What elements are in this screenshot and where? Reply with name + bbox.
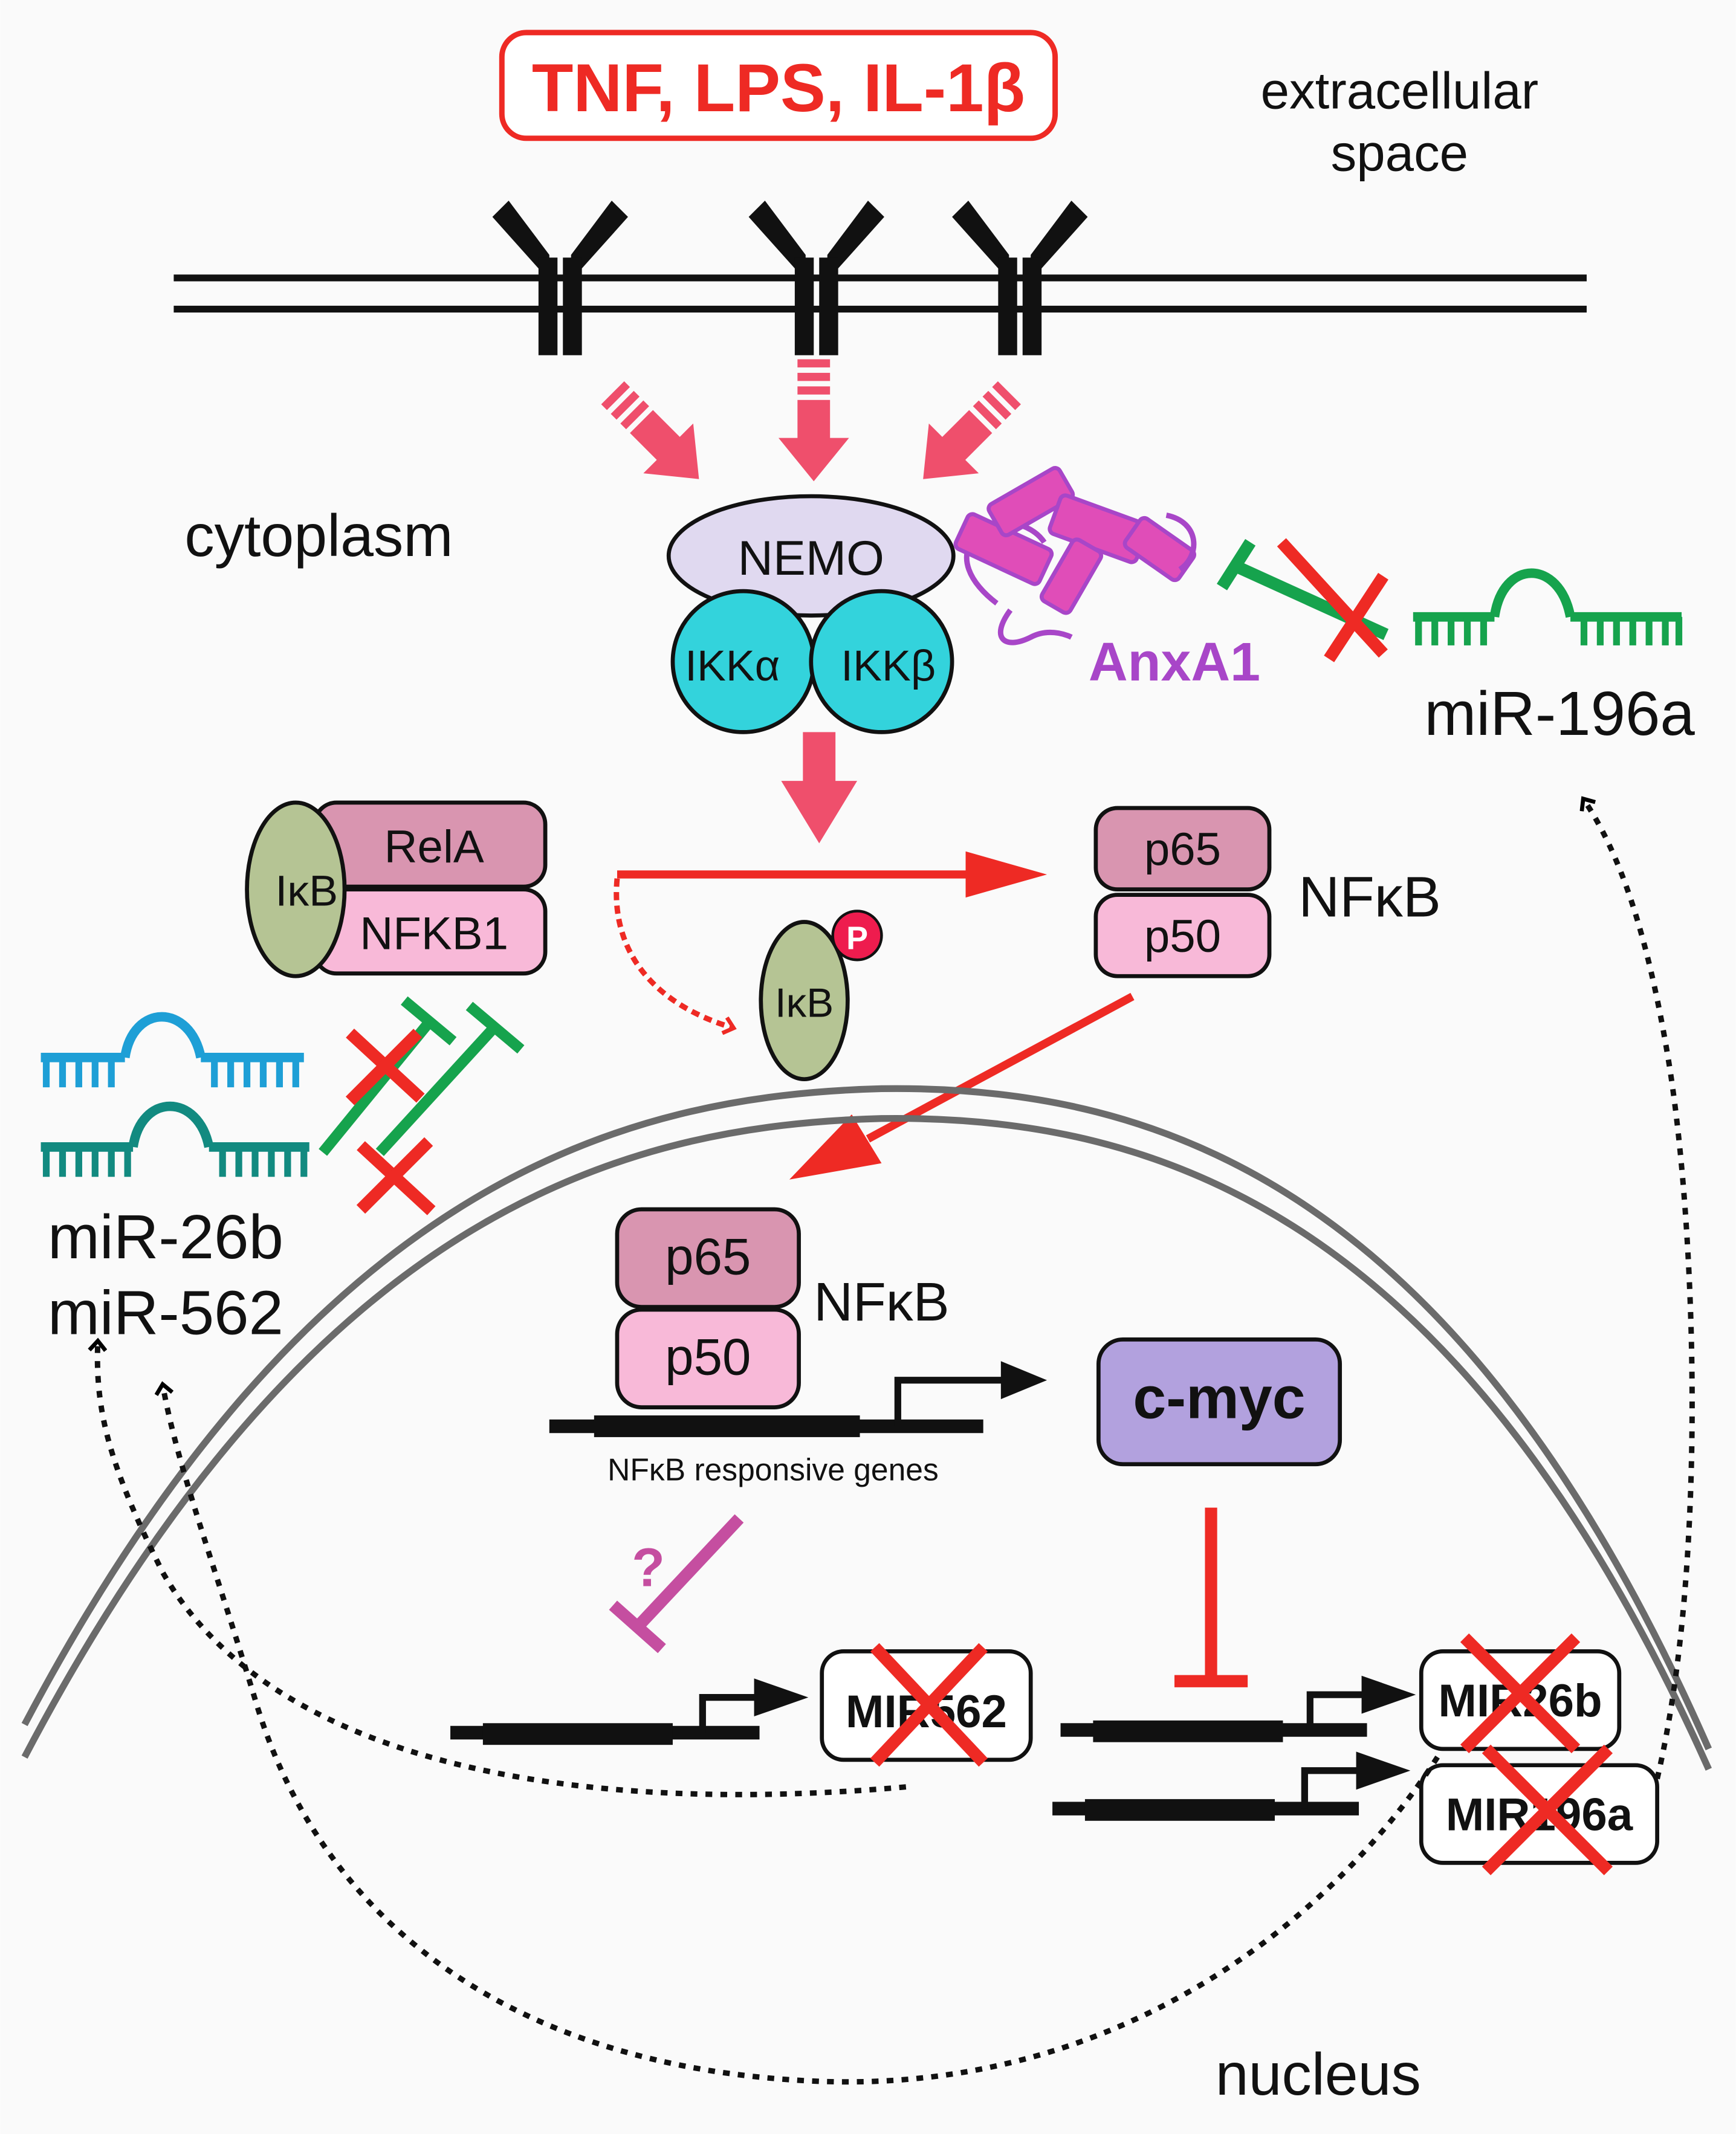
unknown-inhibition: ? bbox=[609, 1514, 744, 1654]
mir196a-label: miR-196a bbox=[1424, 679, 1695, 748]
anxa1-protein: AnxA1 bbox=[953, 466, 1260, 693]
inactive-nfkb-complex: RelA NFKB1 IκB bbox=[245, 800, 548, 978]
activation-arrow bbox=[614, 851, 1048, 1028]
p50-nuc-node bbox=[615, 1307, 801, 1409]
p50-nuc-label: p50 bbox=[665, 1329, 751, 1386]
phosphate-badge bbox=[831, 910, 883, 962]
mir26b-gene: MIR26b bbox=[1060, 1633, 1622, 1754]
nfkb-cyto-label: NFκB bbox=[1298, 865, 1441, 928]
nfkb-genes-label: NFκB responsive genes bbox=[607, 1452, 939, 1487]
mir562-hairpin bbox=[40, 1101, 309, 1177]
stimulus-label: TNF, LPS, IL-1β bbox=[532, 50, 1025, 126]
mir196a-hairpin bbox=[1413, 568, 1683, 645]
cytoplasm-label: cytoplasm bbox=[184, 502, 453, 569]
export-dotted-arrows bbox=[97, 800, 1695, 2085]
p65-nuc-label: p65 bbox=[665, 1229, 751, 1286]
nfkb-nucleus: p65 p50 NFκB bbox=[615, 1207, 950, 1409]
phospho-ikb-label: IκB bbox=[775, 980, 834, 1026]
mir562-export-arrow bbox=[97, 1342, 907, 1797]
question-mark: ? bbox=[632, 1538, 665, 1599]
nucleus-label: nucleus bbox=[1216, 2041, 1421, 2107]
nfkb-cytoplasm: p65 p50 NFκB bbox=[1093, 806, 1441, 978]
extracellular-label-line2: space bbox=[1331, 125, 1468, 183]
plasma-membrane bbox=[173, 274, 1587, 313]
mir26b-hairpin bbox=[40, 1012, 304, 1088]
p65-cyto-label: p65 bbox=[1144, 824, 1221, 875]
mir196a-export-arrow bbox=[1584, 800, 1695, 1780]
ikb-label: IκB bbox=[275, 867, 338, 916]
cmyc-inhibition bbox=[1174, 1507, 1248, 1687]
p50-cyto-label: p50 bbox=[1144, 911, 1221, 962]
mir26b-label: miR-26b bbox=[48, 1202, 283, 1272]
extracellular-label-line1: extracellular bbox=[1261, 62, 1539, 120]
mir562-label: miR-562 bbox=[48, 1278, 283, 1347]
nfkb-responsive-gene: NFκB responsive genes bbox=[549, 1361, 1048, 1487]
nemo-label: NEMO bbox=[738, 531, 884, 586]
phosphate-label: P bbox=[846, 920, 868, 956]
p65-nuc-node bbox=[615, 1207, 801, 1309]
ikk-alpha-label: IKKα bbox=[685, 642, 780, 690]
phospho-ikb-node bbox=[759, 920, 850, 1082]
receptor-3 bbox=[952, 201, 1088, 355]
ikk-to-nfkb-arrow bbox=[781, 732, 858, 844]
signal-arrow-right bbox=[923, 381, 1021, 479]
cmyc-label: c-myc bbox=[1133, 1365, 1305, 1431]
rela-label: RelA bbox=[384, 821, 484, 873]
nuclear-translocation-arrow bbox=[789, 992, 1135, 1180]
nfkb1-label: NFKB1 bbox=[360, 908, 508, 959]
ikb-node bbox=[245, 800, 347, 978]
stimulus-box: TNF, LPS, IL-1β bbox=[499, 30, 1058, 141]
signal-arrow-center bbox=[778, 359, 849, 482]
nemo-node bbox=[666, 494, 956, 618]
mir196a-gene: MIR196a bbox=[1052, 1744, 1659, 1875]
nfkb-nuc-label: NFκB bbox=[814, 1272, 949, 1333]
anxa1-label: AnxA1 bbox=[1089, 632, 1260, 693]
mir26b-export-arrow bbox=[163, 1386, 1440, 2085]
ikk-beta-node bbox=[809, 589, 954, 734]
cmyc-node: c-myc bbox=[1096, 1337, 1342, 1467]
phospho-ikb: IκB P bbox=[759, 910, 883, 1082]
receptor-1 bbox=[492, 201, 628, 355]
p65-cyto-node bbox=[1093, 806, 1272, 891]
ikk-beta-label: IKKβ bbox=[841, 642, 936, 690]
p50-cyto-node bbox=[1093, 893, 1272, 978]
signal-arrow-left bbox=[601, 381, 699, 479]
nuclear-envelope bbox=[21, 1085, 1712, 1771]
mir562-gene: MIR562 bbox=[450, 1643, 1033, 1767]
ikk-complex: NEMO IKKα IKKβ bbox=[666, 494, 956, 734]
receptor-2 bbox=[748, 201, 884, 355]
mir196a-inhibition-blocked bbox=[1216, 538, 1389, 662]
mirna-inhibition-blocked bbox=[319, 996, 525, 1215]
